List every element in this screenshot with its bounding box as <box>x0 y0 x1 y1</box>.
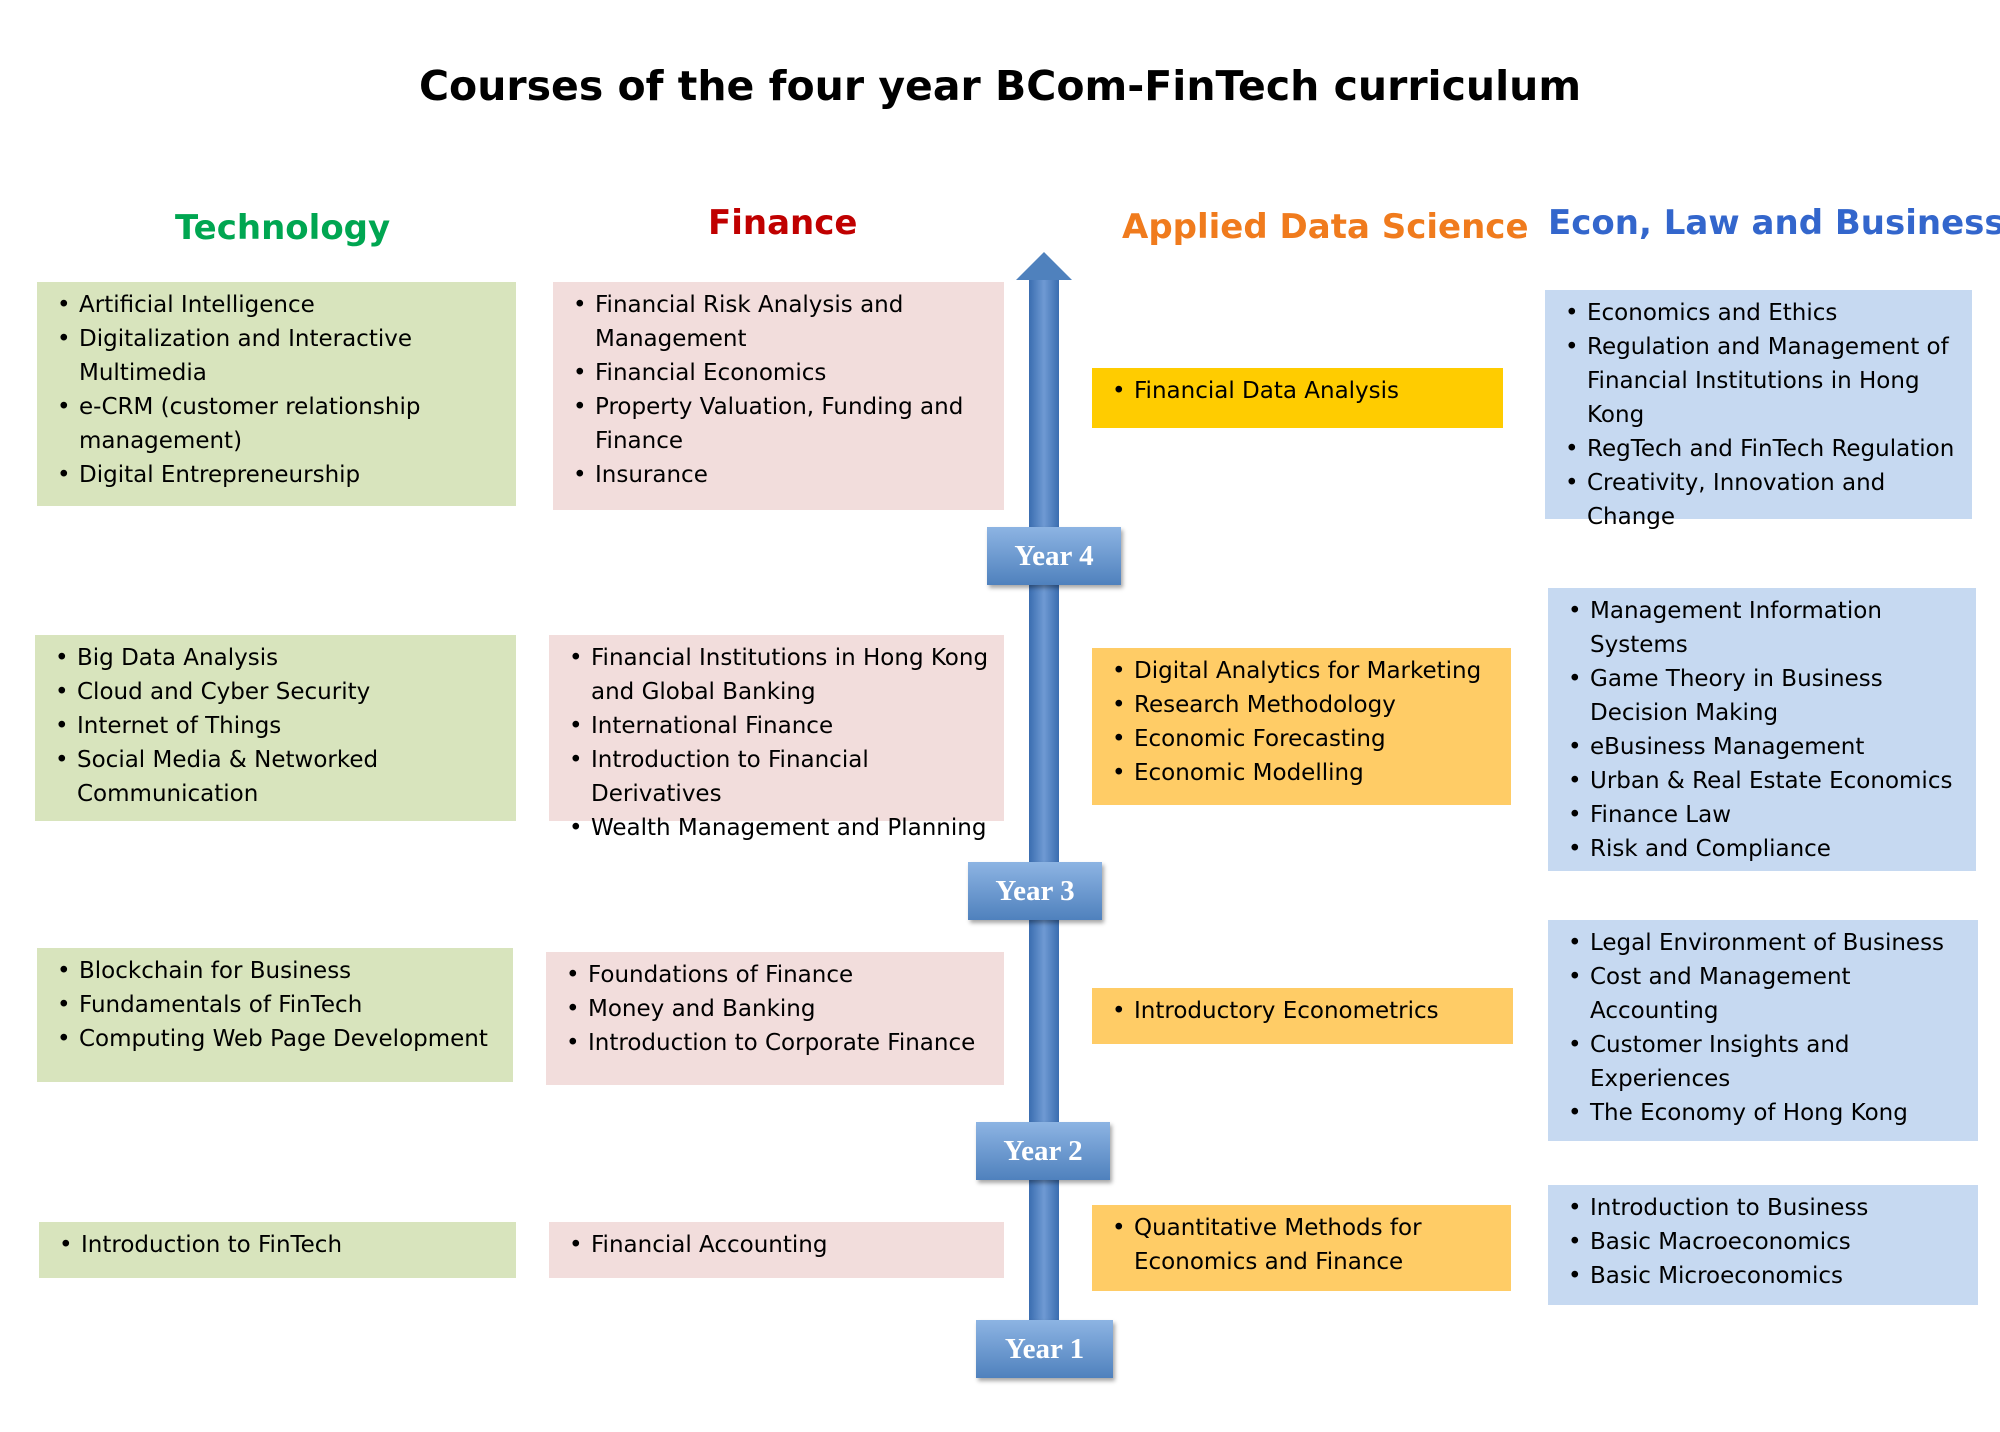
elb-year4-box: Economics and Ethics Regulation and Mana… <box>1545 290 1972 530</box>
course-item: e-CRM (customer relationship management) <box>57 390 502 458</box>
course-item: Finance Law <box>1568 798 1962 832</box>
course-item: Introduction to Corporate Finance <box>566 1026 990 1060</box>
course-item: Urban & Real Estate Economics <box>1568 764 1962 798</box>
finance-heading: Finance <box>708 203 858 243</box>
course-item: Game Theory in Business Decision Making <box>1568 662 1962 730</box>
course-item: Basic Macroeconomics <box>1568 1225 1964 1259</box>
course-item: Economics and Ethics <box>1565 296 1958 330</box>
ads-year3-box: Digital Analytics for Marketing Research… <box>1092 648 1511 805</box>
technology-year2-box: Blockchain for Business Fundamentals of … <box>37 948 513 1082</box>
technology-year4-box: Artificial Intelligence Digitalization a… <box>37 282 516 506</box>
course-item: Artificial Intelligence <box>57 288 502 322</box>
page-title: Courses of the four year BCom-FinTech cu… <box>418 62 1582 110</box>
course-item: Money and Banking <box>566 992 990 1026</box>
course-item: The Economy of Hong Kong <box>1568 1096 1964 1130</box>
course-item: Introduction to FinTech <box>59 1228 502 1262</box>
course-item: Cost and Management Accounting <box>1568 960 1964 1028</box>
course-item: Foundations of Finance <box>566 958 990 992</box>
course-item: Digital Entrepreneurship <box>57 458 502 492</box>
course-item: Legal Environment of Business <box>1568 926 1964 960</box>
ads-year1-box: Quantitative Methods for Economics and F… <box>1092 1205 1511 1291</box>
course-item: Fundamentals of FinTech <box>57 988 499 1022</box>
course-item: Risk and Compliance <box>1568 832 1962 866</box>
course-item: Regulation and Management of Financial I… <box>1565 330 1958 432</box>
course-item: Research Methodology <box>1112 688 1497 722</box>
course-item: Computing Web Page Development <box>57 1022 499 1056</box>
course-item: eBusiness Management <box>1568 730 1962 764</box>
applied-data-science-heading: Applied Data Science <box>1122 207 1529 247</box>
course-item: International Finance <box>569 709 990 743</box>
year-3-label: Year 3 <box>968 862 1102 920</box>
course-item: Insurance <box>573 458 990 492</box>
course-item: Economic Forecasting <box>1112 722 1497 756</box>
year-1-label: Year 1 <box>976 1320 1113 1378</box>
course-item: Cloud and Cyber Security <box>55 675 502 709</box>
course-item: Introduction to Business <box>1568 1191 1964 1225</box>
year-4-label: Year 4 <box>987 527 1121 585</box>
ads-year4-box: Financial Data Analysis <box>1092 368 1503 428</box>
technology-year1-box: Introduction to FinTech <box>39 1222 516 1278</box>
course-item: Introductory Econometrics <box>1112 994 1499 1028</box>
course-item: Economic Modelling <box>1112 756 1497 790</box>
course-item: Creativity, Innovation and Change <box>1565 466 1958 534</box>
course-item: Big Data Analysis <box>55 641 502 675</box>
course-item: Introduction to Financial Derivatives <box>569 743 990 811</box>
elb-year1-box: Introduction to Business Basic Macroecon… <box>1548 1185 1978 1305</box>
econ-law-business-heading: Econ, Law and Business <box>1548 203 2000 243</box>
course-item: Digitalization and Interactive Multimedi… <box>57 322 502 390</box>
course-item: Digital Analytics for Marketing <box>1112 654 1497 688</box>
elb-year3-box: Management Information Systems Game Theo… <box>1548 588 1976 871</box>
course-item: Basic Microeconomics <box>1568 1259 1964 1293</box>
technology-year3-box: Big Data Analysis Cloud and Cyber Securi… <box>35 635 516 821</box>
finance-year1-box: Financial Accounting <box>549 1222 1004 1278</box>
course-item: Financial Data Analysis <box>1112 374 1489 408</box>
elb-year2-box: Legal Environment of Business Cost and M… <box>1548 920 1978 1141</box>
course-item: Financial Economics <box>573 356 990 390</box>
ads-year2-box: Introductory Econometrics <box>1092 988 1513 1044</box>
course-item: Financial Accounting <box>569 1228 990 1262</box>
finance-year3-box: Financial Institutions in Hong Kong and … <box>549 635 1004 845</box>
finance-year4-box: Financial Risk Analysis and Management F… <box>553 282 1004 510</box>
course-item: Blockchain for Business <box>57 954 499 988</box>
timeline-arrowhead <box>1016 252 1072 280</box>
course-item: Financial Risk Analysis and Management <box>573 288 990 356</box>
course-item: Management Information Systems <box>1568 594 1962 662</box>
course-item: Property Valuation, Funding and Finance <box>573 390 990 458</box>
course-item: Customer Insights and Experiences <box>1568 1028 1964 1096</box>
technology-heading: Technology <box>175 208 391 248</box>
course-item: Internet of Things <box>55 709 502 743</box>
course-item: Financial Institutions in Hong Kong and … <box>569 641 990 709</box>
year-2-label: Year 2 <box>976 1122 1110 1180</box>
course-item: RegTech and FinTech Regulation <box>1565 432 1958 466</box>
course-item: Wealth Management and Planning <box>569 811 990 845</box>
course-item: Quantitative Methods for Economics and F… <box>1112 1211 1497 1279</box>
finance-year2-box: Foundations of Finance Money and Banking… <box>546 952 1004 1085</box>
course-item: Social Media & Networked Communication <box>55 743 502 811</box>
